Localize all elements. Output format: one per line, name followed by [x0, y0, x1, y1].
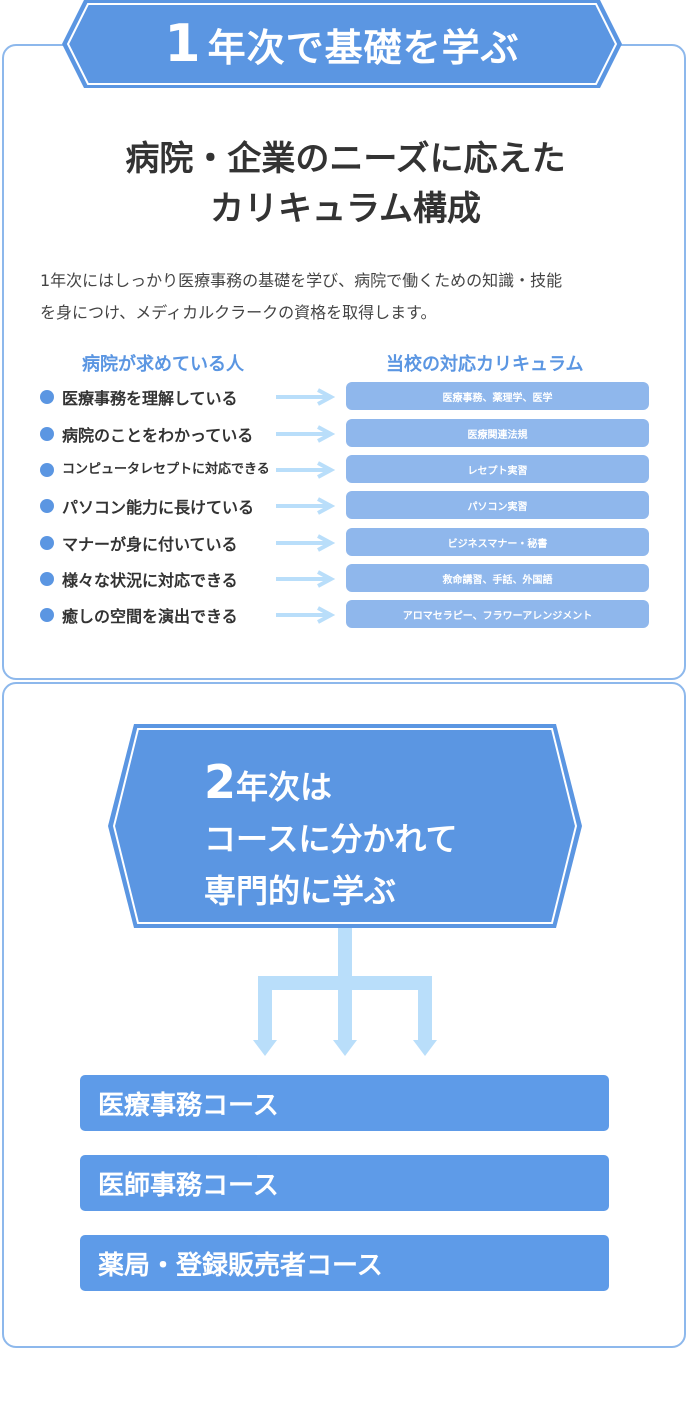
bullet-dot [40, 427, 54, 441]
bullet-dot [40, 463, 54, 477]
intro-line-1: 1年次にはしっかり医療事務の基礎を学び、病院で働くための知識・技能 [40, 271, 563, 290]
second-year-banner: 2年次は コースに分かれて 専門的に学ぶ [108, 724, 582, 928]
school-curriculum-heading: 当校の対応カリキュラム [386, 354, 584, 375]
course-branch-arrows [253, 928, 437, 1056]
curriculum-pill: アロマセラピー、フラワーアレンジメント [346, 600, 649, 628]
intro-paragraph: 1年次にはしっかり医療事務の基礎を学び、病院で働くための知識・技能 を身につけ、… [40, 265, 660, 329]
right-arrow-icon [276, 497, 336, 515]
banner2-line-3: 専門的に学ぶ [204, 872, 397, 910]
right-arrow-icon [276, 534, 336, 552]
banner2-line-2: コースに分かれて [204, 820, 458, 858]
banner2-year-number: 2 [204, 755, 237, 809]
curriculum-pill: レセプト実習 [346, 455, 649, 483]
banner-year-number: 1 [164, 14, 202, 74]
bullet-dot [40, 536, 54, 550]
banner-title: 年次で基礎を学ぶ [207, 25, 520, 70]
curriculum-row: コンピュータレセプトに対応できる レセプト実習 [0, 455, 691, 485]
intro-line-2: を身につけ、メディカルクラークの資格を取得します。 [40, 303, 437, 322]
banner2-line-1: 年次は [236, 768, 333, 806]
curriculum-row: 様々な状況に対応できる 救命講習、手話、外国語 [0, 564, 691, 594]
right-arrow-icon [276, 606, 336, 624]
curriculum-row: 医療事務を理解している 医療事務、薬理学、医学 [0, 382, 691, 412]
right-arrow-icon [276, 425, 336, 443]
curriculum-row: マナーが身に付いている ビジネスマナー・秘書 [0, 528, 691, 558]
curriculum-pill: 医療事務、薬理学、医学 [346, 382, 649, 410]
curriculum-row: 病院のことをわかっている 医療関連法規 [0, 419, 691, 449]
heading-line-2: カリキュラム構成 [210, 189, 481, 229]
bullet-dot [40, 390, 54, 404]
heading-line-1: 病院・企業のニーズに応えた [125, 139, 566, 179]
curriculum-row: 癒しの空間を演出できる アロマセラピー、フラワーアレンジメント [0, 600, 691, 630]
course-doctor-assistant[interactable]: 医師事務コース [80, 1155, 609, 1211]
hospital-needs-heading: 病院が求めている人 [82, 354, 244, 375]
hospital-need-text: マナーが身に付いている [62, 535, 238, 554]
curriculum-pill: ビジネスマナー・秘書 [346, 528, 649, 556]
hospital-need-text: コンピュータレセプトに対応できる [62, 462, 270, 477]
first-year-banner: 1 年次で基礎を学ぶ [62, 0, 622, 88]
curriculum-pill: 救命講習、手話、外国語 [346, 564, 649, 592]
curriculum-pill: パソコン実習 [346, 491, 649, 519]
course-medical-office[interactable]: 医療事務コース [80, 1075, 609, 1131]
bullet-dot [40, 572, 54, 586]
hospital-need-text: 様々な状況に対応できる [62, 571, 238, 590]
course-pharmacy-seller[interactable]: 薬局・登録販売者コース [80, 1235, 609, 1291]
hospital-need-text: 病院のことをわかっている [62, 426, 254, 445]
curriculum-pill: 医療関連法規 [346, 419, 649, 447]
curriculum-heading: 病院・企業のニーズに応えた カリキュラム構成 [0, 134, 691, 234]
right-arrow-icon [276, 388, 336, 406]
hospital-need-text: 医療事務を理解している [62, 389, 238, 408]
right-arrow-icon [276, 570, 336, 588]
bullet-dot [40, 499, 54, 513]
curriculum-row: パソコン能力に長けている パソコン実習 [0, 491, 691, 521]
hospital-need-text: パソコン能力に長けている [62, 498, 255, 517]
hospital-need-text: 癒しの空間を演出できる [62, 607, 238, 626]
right-arrow-icon [276, 461, 336, 479]
bullet-dot [40, 608, 54, 622]
